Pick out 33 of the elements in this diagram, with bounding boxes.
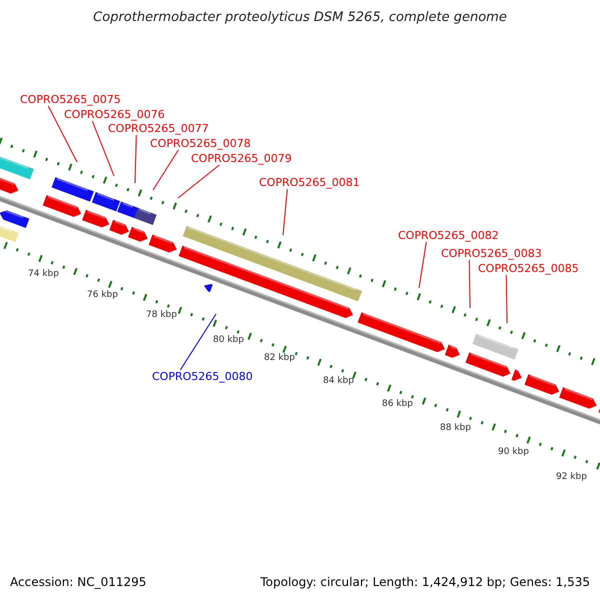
scale-label: 76 kbp	[87, 291, 118, 300]
leader-line	[180, 314, 216, 370]
scale-label: 92 kbp	[556, 473, 587, 482]
leader-line	[178, 164, 220, 198]
scale-label: 90 kbp	[498, 448, 529, 457]
leader-line	[92, 120, 114, 176]
gene-label: COPRO5265_0085	[478, 263, 579, 274]
accession-text: Accession: NC_011295	[10, 576, 146, 588]
leader-line	[282, 188, 288, 236]
gene-label: COPRO5265_0082	[398, 230, 499, 241]
scale-label: 88 kbp	[440, 424, 471, 433]
leader-line	[48, 106, 78, 162]
gene-label: COPRO5265_0077	[108, 123, 209, 134]
gene-label: COPRO5265_0080	[152, 371, 253, 382]
scale-label: 82 kbp	[264, 354, 295, 363]
gene-label: COPRO5265_0076	[64, 109, 165, 120]
gene-label: COPRO5265_0075	[20, 94, 121, 105]
leader-line	[506, 274, 508, 324]
leader-line	[468, 260, 470, 308]
leader-line	[134, 134, 137, 184]
leader-line	[152, 150, 179, 190]
title: Coprothermobacter proteolyticus DSM 5265, complete genome	[92, 11, 508, 24]
scale-label: 74 kbp	[28, 270, 59, 279]
leader-line	[418, 242, 427, 288]
gene-label: COPRO5265_0081	[259, 177, 360, 188]
gene-label: COPRO5265_0078	[150, 138, 251, 149]
scale-label: 80 kbp	[213, 336, 244, 345]
gene-label: COPRO5265_0083	[441, 248, 542, 259]
genome-info-text: Topology: circular; Length: 1,424,912 bp; Genes: 1,535	[260, 576, 590, 588]
scale-label: 86 kbp	[382, 400, 413, 409]
scale-label: 84 kbp	[323, 377, 354, 386]
scale-label: 78 kbp	[146, 311, 177, 320]
gene-label: COPRO5265_0079	[191, 153, 292, 164]
